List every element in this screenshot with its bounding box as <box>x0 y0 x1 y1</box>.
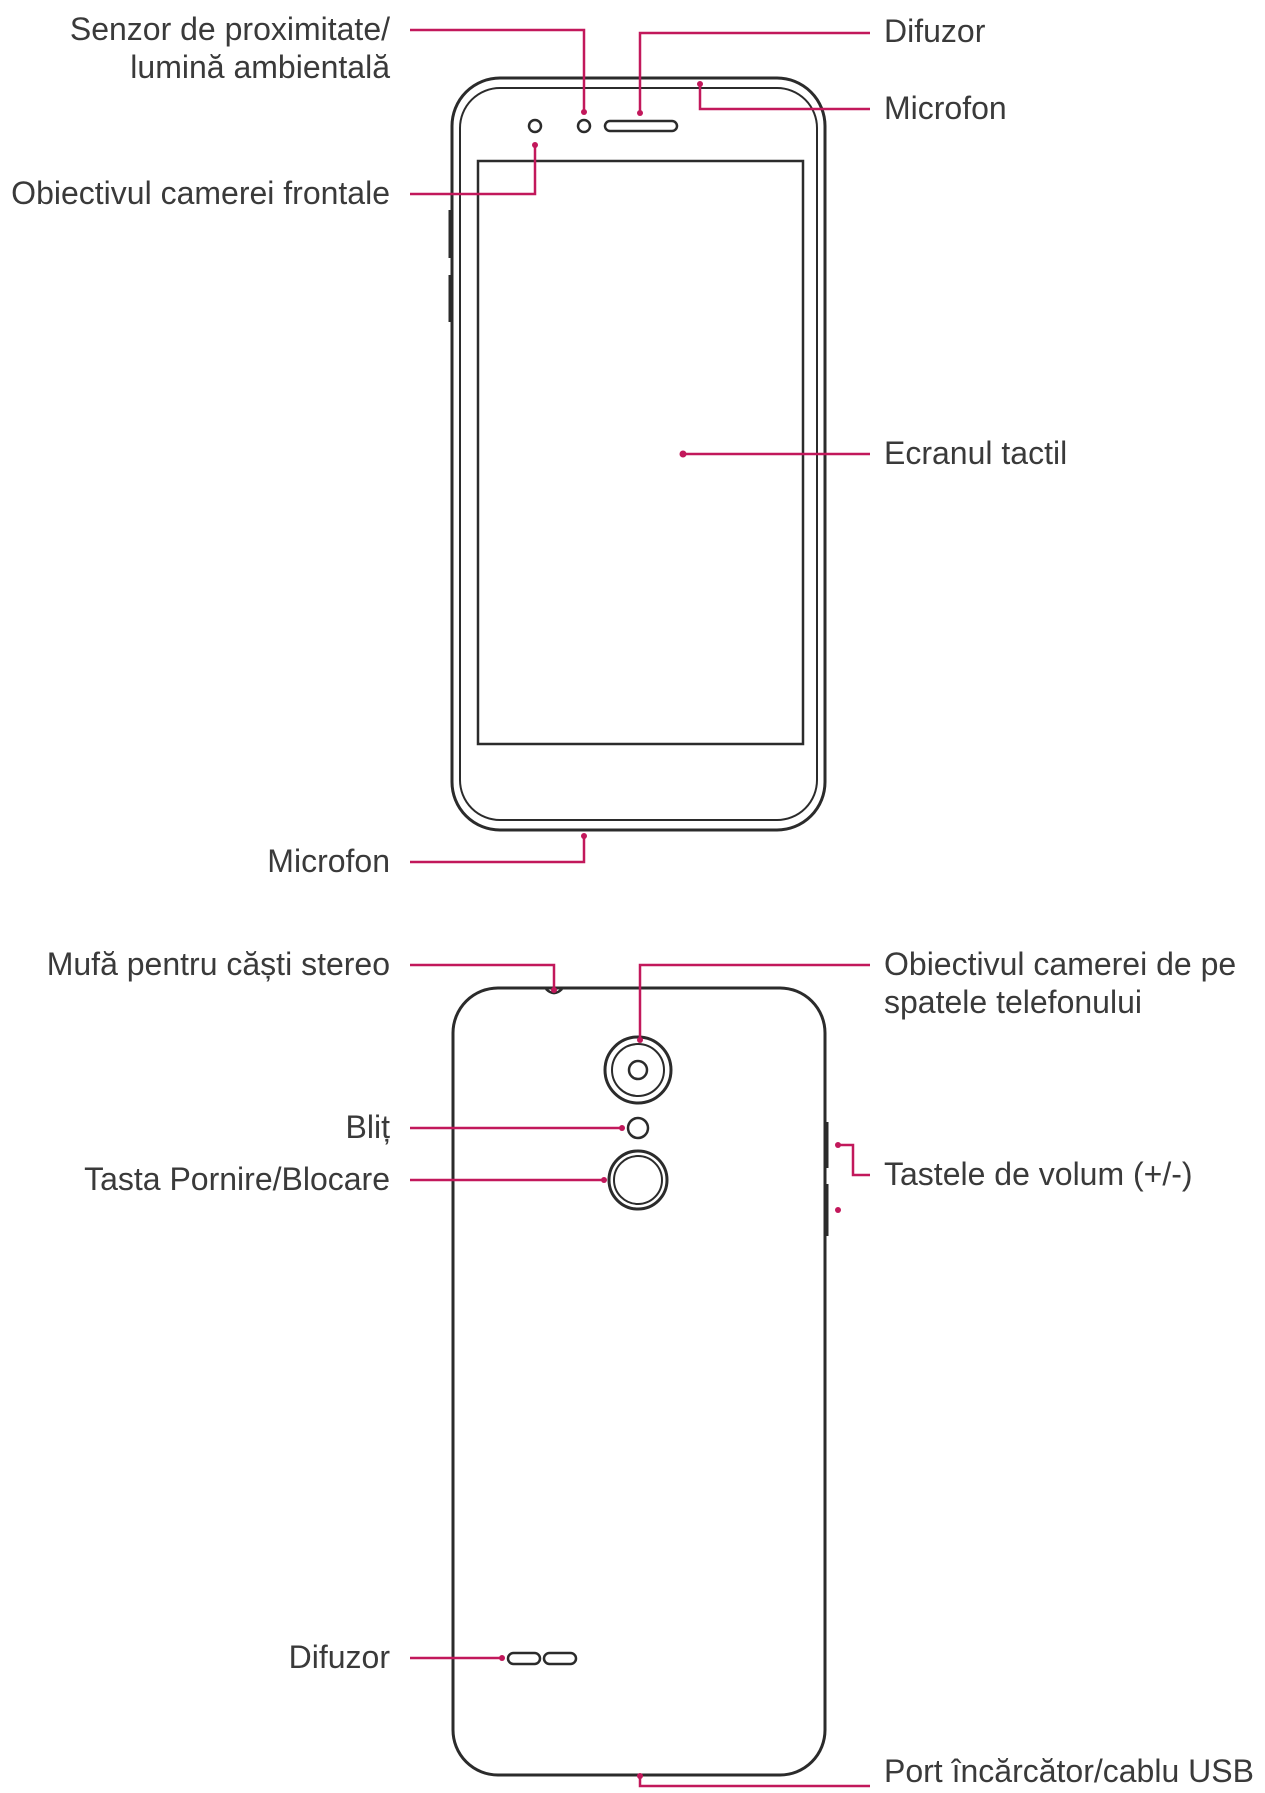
leader-proximity <box>410 28 586 112</box>
power-key-inner <box>613 1155 663 1205</box>
leader-microphone-top <box>698 84 870 111</box>
dot-earpiece <box>637 110 643 116</box>
speaker-grille-right <box>542 1651 578 1666</box>
dot-charger-port <box>637 1773 643 1779</box>
label-proximity-sensor: Senzor de proximitate/ lumină ambientală <box>70 10 390 86</box>
dot-speaker <box>499 1655 505 1661</box>
leader-headset-jack <box>410 963 556 990</box>
back-leaders <box>410 963 870 1788</box>
label-flash: Bliț <box>345 1109 390 1145</box>
dot-microphone-bottom <box>581 833 587 839</box>
front-camera-lens <box>527 118 543 134</box>
rear-camera-inner <box>611 1043 665 1097</box>
label-rear-camera-line-2: spatele telefonului <box>884 984 1142 1020</box>
label-touchscreen: Ecranul tactil <box>884 435 1068 471</box>
touchscreen-area <box>476 159 805 746</box>
dot-volume-down <box>835 1207 841 1213</box>
phone-back <box>451 986 829 1777</box>
label-front-camera: Obiectivul camerei frontale <box>11 175 390 211</box>
front-leader-dots <box>532 81 703 839</box>
leader-rear-camera <box>638 963 870 1040</box>
dot-headset-jack <box>551 987 557 993</box>
dot-volume-up <box>835 1142 841 1148</box>
front-leaders <box>410 28 870 864</box>
label-power-key: Tasta Pornire/Blocare <box>84 1161 390 1197</box>
label-rear-camera: Obiectivul camerei de pe spatele telefon… <box>884 945 1236 1021</box>
label-earpiece: Difuzor <box>884 13 986 49</box>
label-charger-port: Port încărcător/cablu USB <box>884 1753 1254 1789</box>
speaker-grille-left <box>506 1651 542 1666</box>
leader-charger-port <box>638 1776 870 1788</box>
label-headset-jack: Mufă pentru căști stereo <box>46 946 390 982</box>
rear-camera-lens <box>627 1059 649 1081</box>
dot-power-key <box>601 1177 607 1183</box>
dot-rear-camera <box>637 1037 643 1043</box>
earpiece-slot <box>603 119 679 133</box>
leader-volume <box>838 1143 870 1177</box>
label-speaker: Difuzor <box>288 1639 390 1675</box>
label-volume-keys: Tastele de volum (+/-) <box>884 1156 1193 1192</box>
dot-touchscreen <box>679 450 687 458</box>
dot-front-camera <box>532 142 538 148</box>
dot-microphone-top <box>697 81 703 87</box>
leader-earpiece <box>638 31 870 113</box>
rear-camera-outer <box>603 1035 673 1105</box>
proximity-sensor-dot <box>576 118 592 134</box>
label-proximity-line-2: lumină ambientală <box>130 49 390 85</box>
dot-proximity <box>581 109 587 115</box>
dot-flash <box>619 1125 625 1131</box>
power-key-outer <box>607 1149 669 1211</box>
label-rear-camera-line-1: Obiectivul camerei de pe <box>884 946 1237 982</box>
flash-led <box>626 1116 650 1140</box>
label-proximity-line-1: Senzor de proximitate/ <box>69 11 390 47</box>
label-microphone-bottom: Microfon <box>267 843 390 879</box>
leader-microphone-bottom <box>410 836 586 864</box>
leader-front-camera <box>410 145 537 196</box>
back-leader-dots <box>499 987 841 1779</box>
label-microphone-top: Microfon <box>884 90 1007 126</box>
